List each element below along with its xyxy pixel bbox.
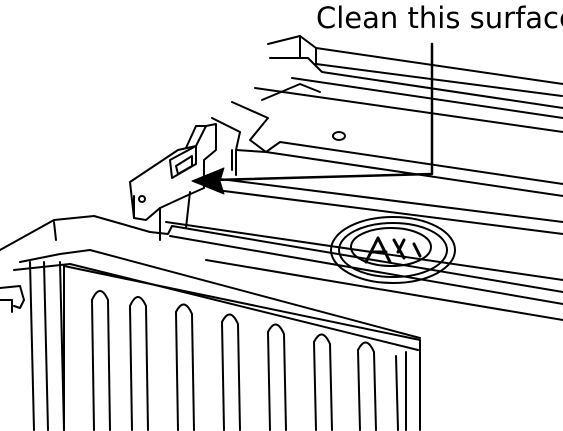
ridged-front bbox=[63, 265, 421, 431]
round-logo-badge-icon bbox=[330, 216, 456, 284]
mounting-hole bbox=[332, 131, 346, 141]
callout-label: Clean this surface bbox=[316, 1, 563, 35]
latch bbox=[129, 123, 217, 241]
front-lip bbox=[0, 215, 563, 431]
tray-plate bbox=[165, 101, 563, 281]
callout-arrow-icon bbox=[191, 42, 434, 195]
top-rails bbox=[254, 35, 563, 133]
